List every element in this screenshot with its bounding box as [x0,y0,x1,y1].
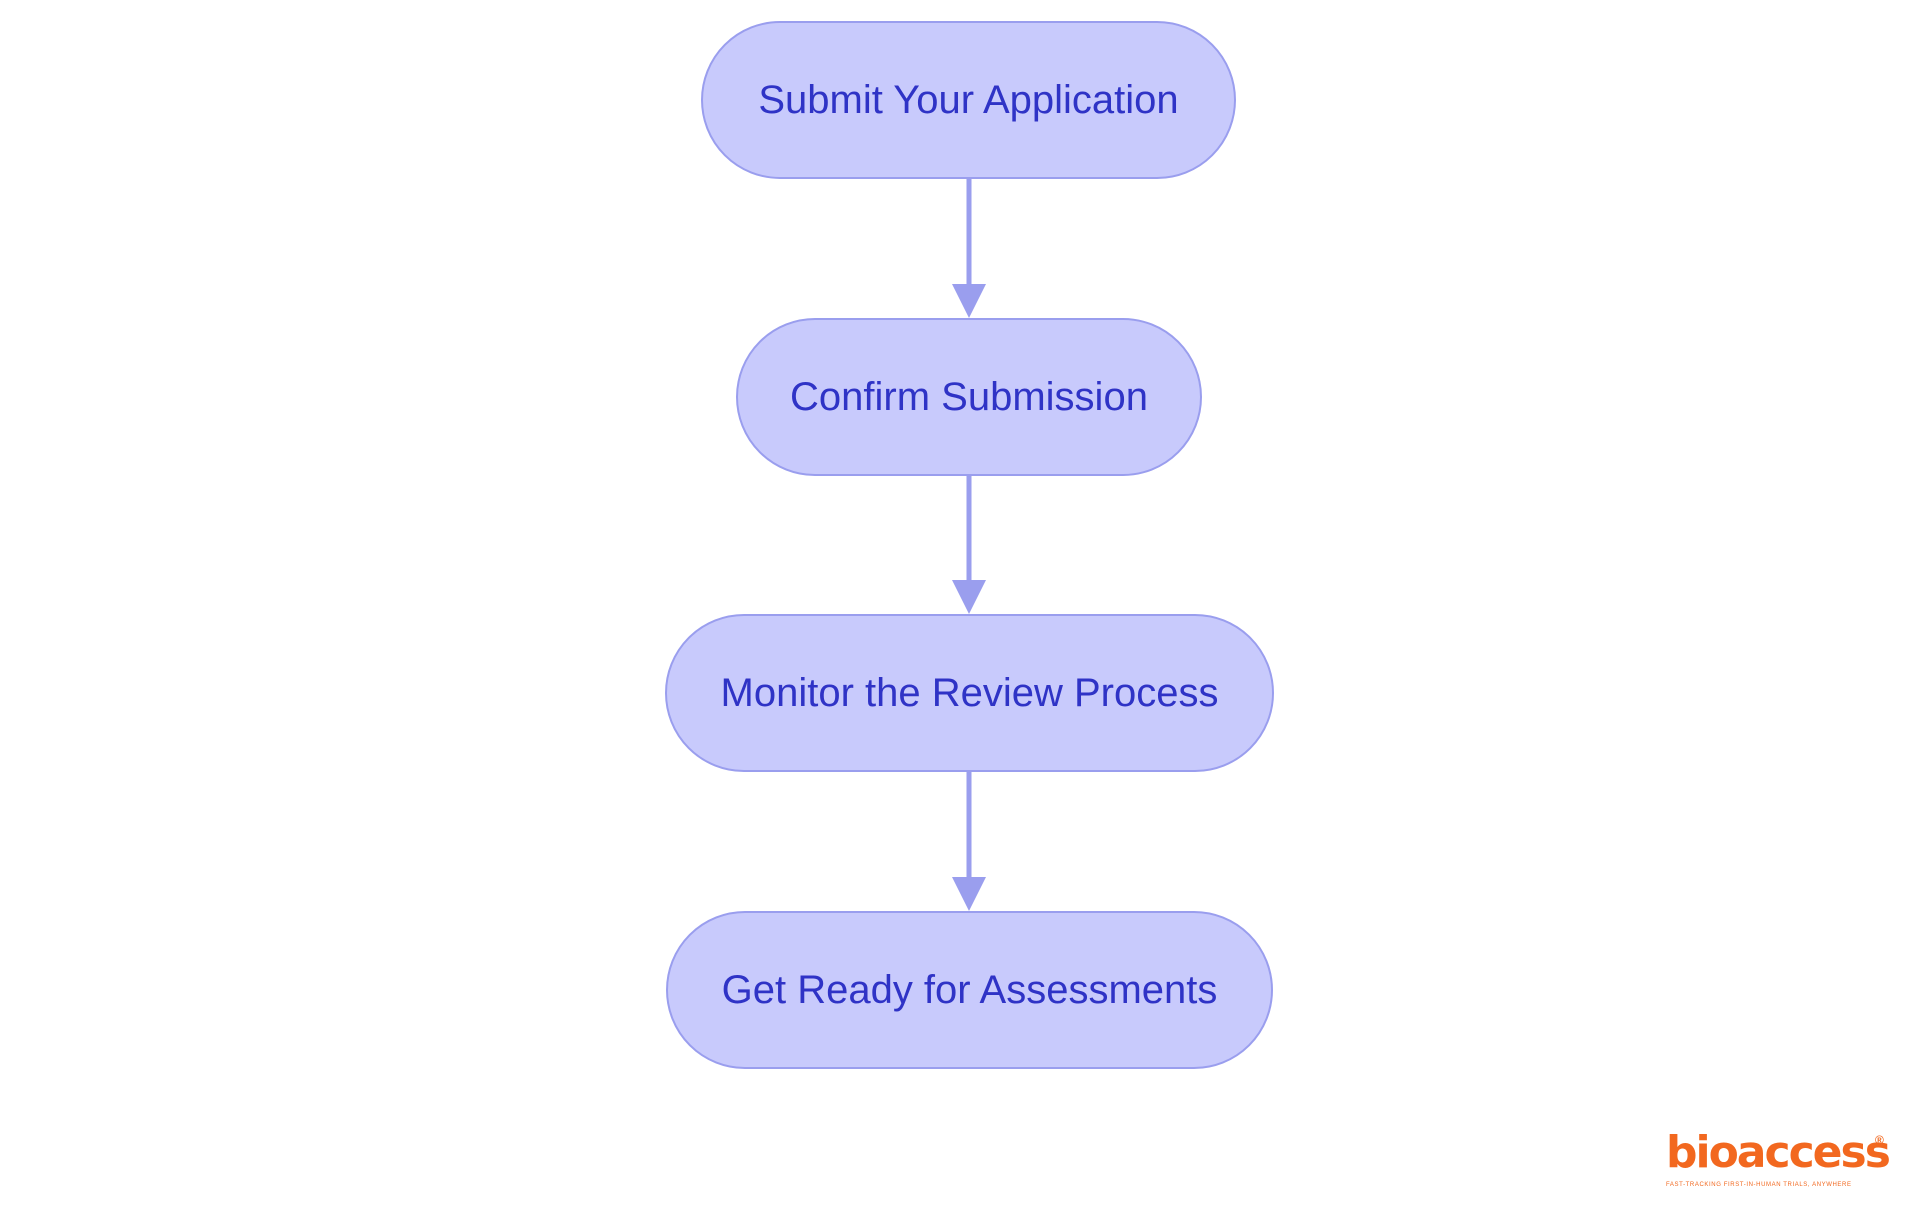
brand-name: bioaccess [1666,1127,1891,1178]
step-submit-application: Submit Your Application [701,21,1236,179]
step-monitor-review-label: Monitor the Review Process [720,670,1219,715]
step-confirm-submission-label: Confirm Submission [790,374,1148,419]
arrowhead-icon [952,877,986,911]
step-get-ready-assessments-label: Get Ready for Assessments [721,967,1218,1012]
bioaccess-logo: bioaccess ® Fast-tracking first-in-human… [1666,1127,1891,1193]
arrowhead-icon [952,284,986,318]
step-monitor-review: Monitor the Review Process [665,614,1274,772]
step-get-ready-assessments: Get Ready for Assessments [666,911,1273,1069]
brand-tagline: Fast-tracking first-in-human trials, any… [1666,1182,1852,1188]
arrowhead-icon [952,580,986,614]
registered-mark-icon: ® [1875,1133,1884,1147]
step-submit-application-label: Submit Your Application [758,77,1179,122]
step-confirm-submission: Confirm Submission [736,318,1202,476]
